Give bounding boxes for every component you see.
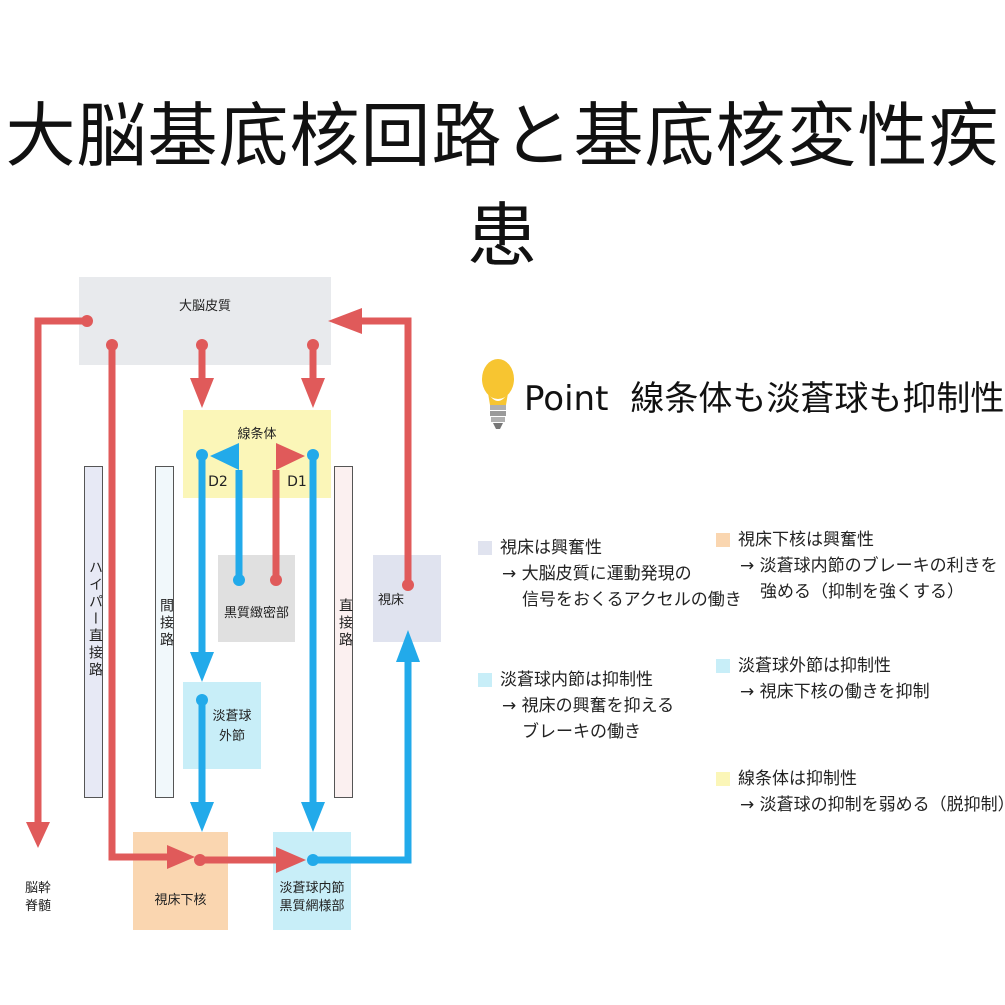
legend-swatch: [716, 533, 730, 547]
gpi-label-line2: 黒質網様部: [279, 899, 345, 914]
point-keyword: Point: [524, 378, 609, 419]
arrowhead-gpe: [190, 652, 214, 682]
arrowhead-snc-d1: [276, 443, 305, 470]
brainstem-label-line1: 脳幹: [24, 881, 51, 896]
arrowhead-gpi: [276, 847, 306, 873]
legend-head: 視床下核は興奮性: [738, 530, 874, 550]
arrowhead-d2: [190, 378, 214, 408]
arrowhead-gpi-blue: [301, 802, 325, 832]
legend-swatch: [478, 541, 492, 555]
legend-head: 淡蒼球外節は抑制性: [738, 656, 891, 676]
arrowhead-brainstem: [26, 822, 50, 848]
node-thalamus-out: [402, 579, 414, 591]
stn-label: 視床下核: [154, 893, 207, 908]
legend-line: → 淡蒼球内節のブレーキの利きを: [740, 556, 998, 576]
node-cortex-out-2: [106, 339, 118, 351]
arrowhead-stn-blue: [190, 802, 214, 832]
cortex-to-brainstem-path: [34, 317, 87, 825]
gpe-label-line2: 外節: [218, 729, 245, 744]
hyperdirect-label: ハイパー直接路: [87, 560, 103, 679]
node-d2: [196, 449, 208, 461]
hyperdirect-pathway-bar: [84, 466, 103, 798]
direct-pathway-bar: [334, 466, 353, 798]
thalamus-label: 視床: [377, 593, 404, 608]
legend-line: 信号をおくるアクセルの働き: [522, 590, 742, 610]
legend-striatum: 線条体は抑制性 → 淡蒼球の抑制を弱める（脱抑制）: [716, 766, 1005, 818]
cortex-label: 大脳皮質: [178, 299, 231, 314]
legend-line: 強める（抑制を強くする）: [760, 582, 964, 602]
gpe-box: [183, 682, 261, 769]
gpe-label-line1: 淡蒼球: [212, 709, 252, 724]
snc-box: [218, 555, 295, 642]
legend-line: → 大脳皮質に運動発現の: [502, 564, 692, 584]
brainstem-label-line2: 脊髄: [24, 899, 51, 914]
gpi-to-thalamus-path: [313, 660, 412, 864]
snc-label: 黒質緻密部: [223, 606, 289, 621]
d1-label: D1: [287, 474, 307, 490]
arrowhead-d1: [301, 378, 325, 408]
legend-gpe: 淡蒼球外節は抑制性 → 視床下核の働きを抑制: [716, 653, 930, 705]
legend-swatch: [716, 659, 730, 673]
legend-head: 線条体は抑制性: [738, 769, 857, 789]
point-heading: Point 線条体も淡蒼球も抑制性: [480, 350, 1004, 440]
node-cortex-out-4: [307, 339, 319, 351]
node-gpi-out: [307, 854, 319, 866]
arrowhead-stn: [167, 845, 195, 869]
legend-head: 淡蒼球内節は抑制性: [500, 670, 653, 690]
d2-label: D2: [208, 474, 228, 490]
legend-gpi: 淡蒼球内節は抑制性 → 視床の興奮を抑えるブレーキの働き: [478, 667, 674, 745]
node-cortex-out-1: [81, 315, 93, 327]
legend-line: ブレーキの働き: [522, 722, 641, 742]
node-gpe-out: [196, 694, 208, 706]
point-text-group: Point 線条体も淡蒼球も抑制性: [524, 371, 1004, 420]
page-title: 大脳基底核回路と基底核変性疾患: [5, 95, 1000, 277]
point-summary: 線条体も淡蒼球も抑制性: [630, 378, 1005, 419]
node-snc-out-d2: [233, 574, 245, 586]
thalamus-to-cortex-path: [360, 317, 412, 585]
legend-head: 視床は興奮性: [500, 538, 602, 558]
gpi-label-line1: 淡蒼球内節: [279, 881, 345, 896]
hyperdirect-path: [108, 345, 170, 861]
legend-swatch: [478, 673, 492, 687]
indirect-pathway-bar: [155, 466, 174, 798]
stn-box: [133, 832, 228, 930]
arrowhead-cortex: [328, 308, 362, 334]
legend-line: → 視床下核の働きを抑制: [740, 682, 930, 702]
legend-thalamus: 視床は興奮性 → 大脳皮質に運動発現の信号をおくるアクセルの働き: [478, 535, 742, 613]
legend-line: → 淡蒼球の抑制を弱める（脱抑制）: [740, 795, 1005, 815]
indirect-label: 間接路: [158, 598, 174, 649]
arrowhead-snc-d2: [210, 443, 239, 470]
lightbulb-icon: [482, 359, 514, 429]
node-snc-out-d1: [270, 574, 282, 586]
arrowhead-thalamus: [396, 630, 420, 662]
node-stn-out: [194, 854, 206, 866]
gpi-box: [273, 832, 351, 930]
node-d1: [307, 449, 319, 461]
legend-stn: 視床下核は興奮性 → 淡蒼球内節のブレーキの利きを強める（抑制を強くする）: [716, 527, 998, 605]
direct-label: 直接路: [337, 598, 353, 649]
legend-line: → 視床の興奮を抑える: [502, 696, 675, 716]
legend-swatch: [716, 772, 730, 786]
striatum-label: 線条体: [237, 427, 277, 442]
node-cortex-out-3: [196, 339, 208, 351]
